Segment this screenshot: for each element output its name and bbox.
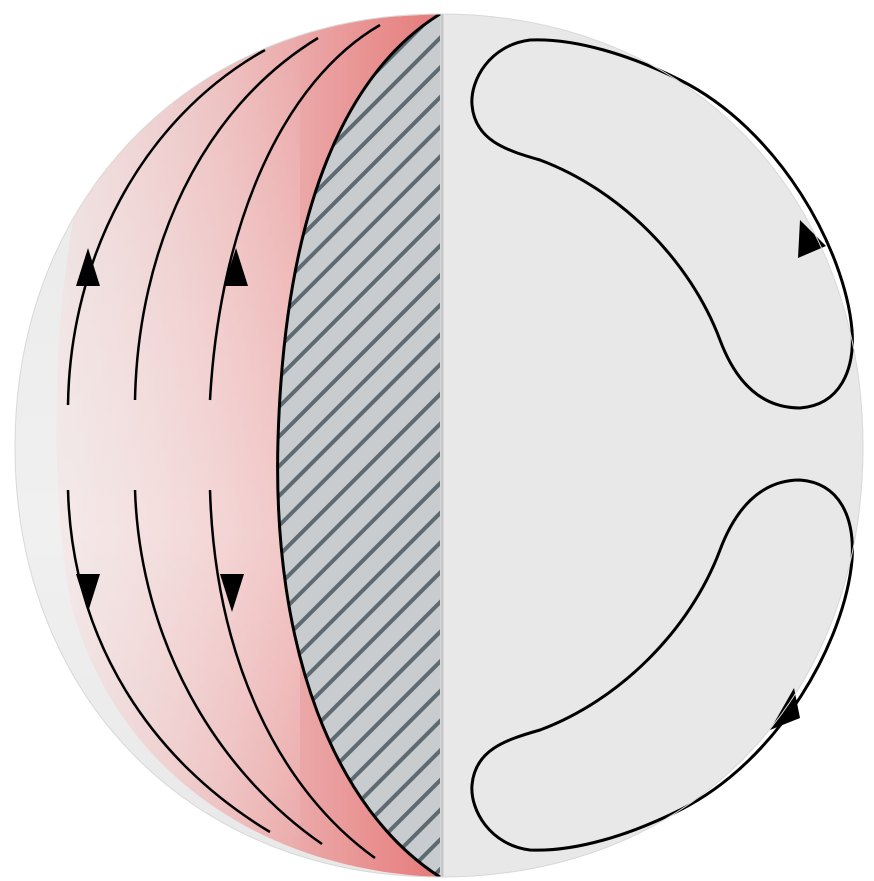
pink-band-soften [10,14,300,877]
right-hemisphere [443,10,873,880]
